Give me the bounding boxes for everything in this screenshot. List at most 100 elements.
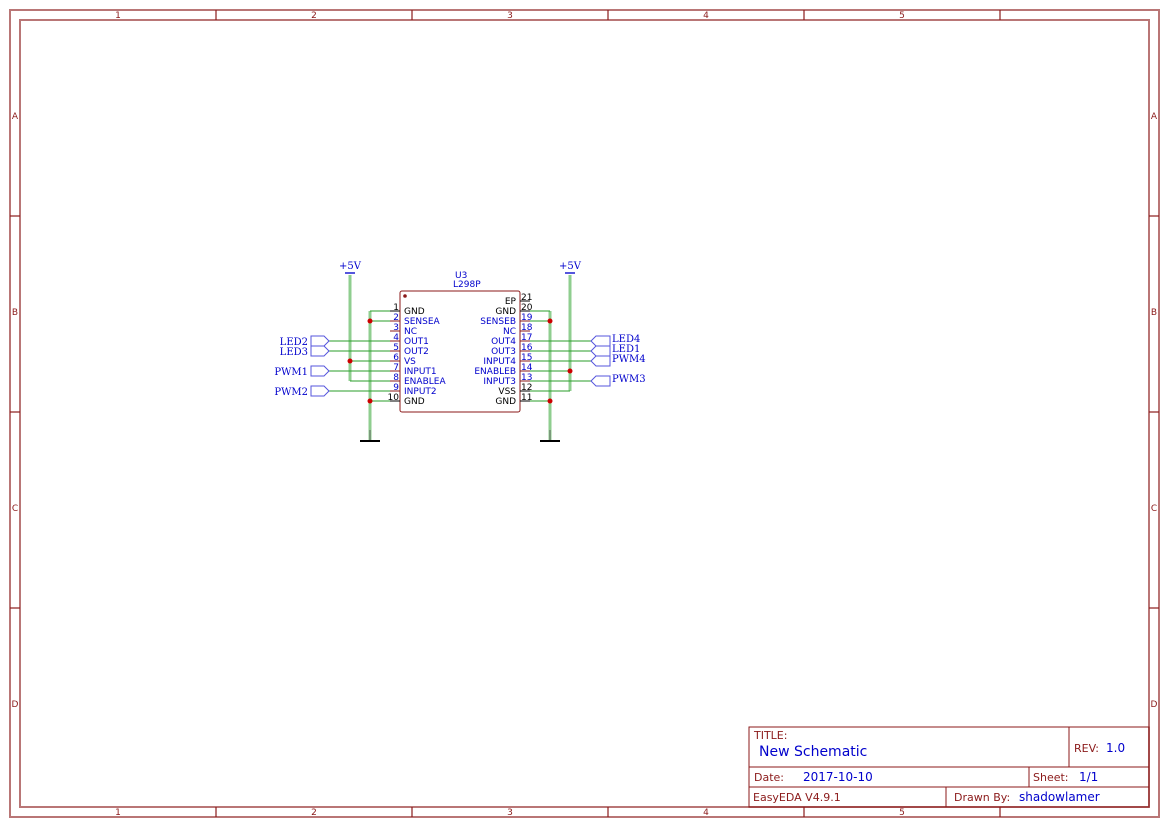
svg-text:INPUT4: INPUT4	[483, 357, 516, 367]
svg-text:GND: GND	[495, 307, 516, 317]
svg-text:4: 4	[393, 333, 399, 343]
power-symbol-right[interactable]: +5V	[559, 261, 582, 274]
svg-text:1: 1	[393, 303, 399, 313]
wires	[329, 275, 591, 440]
power-label: +5V	[339, 261, 362, 272]
net-label: LED3	[280, 347, 308, 358]
component-u3[interactable]: U3 L298P 1 2 3 4 5 6 7 8 9 10 GND	[388, 271, 533, 413]
svg-text:3: 3	[393, 323, 399, 333]
svg-text:15: 15	[521, 353, 532, 363]
ground-symbol-right[interactable]	[540, 430, 560, 442]
svg-text:VSS: VSS	[498, 387, 516, 397]
row-label-left: A	[12, 112, 19, 122]
net-label: LED2	[280, 337, 308, 348]
svg-text:INPUT1: INPUT1	[404, 367, 437, 377]
sheet-label: Sheet:	[1033, 771, 1069, 784]
svg-text:VS: VS	[404, 357, 416, 367]
date-label: Date:	[754, 771, 784, 784]
svg-text:ENABLEB: ENABLEB	[474, 367, 516, 377]
power-symbol-left[interactable]: +5V	[339, 261, 362, 274]
net-label: LED4	[612, 334, 640, 345]
netflag-pwm3[interactable]: PWM3	[590, 374, 646, 387]
outer-frame	[9, 9, 1160, 818]
svg-text:INPUT2: INPUT2	[404, 387, 437, 397]
netflag-pwm4[interactable]: PWM4	[590, 354, 646, 367]
junction-dot	[567, 368, 573, 374]
svg-text:2: 2	[393, 313, 399, 323]
netflag-arrow-icon	[310, 345, 330, 357]
netflag-pwm1[interactable]: PWM1	[274, 365, 330, 378]
column-label-top: 1	[115, 11, 121, 21]
netflag-led2[interactable]: LED2	[280, 335, 330, 348]
rev-value: 1.0	[1106, 741, 1125, 755]
column-label-bottom: 2	[311, 808, 317, 818]
netflag-arrow-icon	[310, 335, 330, 347]
junction-dot	[347, 358, 353, 364]
svg-text:OUT2: OUT2	[404, 347, 429, 357]
column-label-bottom: 5	[899, 808, 905, 818]
column-dividers	[215, 10, 1001, 817]
svg-text:OUT4: OUT4	[491, 337, 516, 347]
rev-label: REV:	[1074, 742, 1099, 755]
tool-version: EasyEDA V4.9.1	[753, 791, 841, 804]
svg-text:8: 8	[393, 373, 399, 383]
column-label-bottom: 4	[703, 808, 709, 818]
svg-text:GND: GND	[404, 397, 425, 407]
svg-text:17: 17	[521, 333, 532, 343]
row-label-right: B	[1151, 308, 1157, 318]
row-label-left: B	[12, 308, 18, 318]
svg-text:OUT1: OUT1	[404, 337, 429, 347]
net-label: LED1	[612, 344, 640, 355]
row-label-right: A	[1151, 112, 1158, 122]
svg-text:6: 6	[393, 353, 399, 363]
drawn-by-label: Drawn By:	[954, 791, 1010, 804]
svg-text:19: 19	[521, 313, 533, 323]
svg-text:GND: GND	[404, 307, 425, 317]
row-label-right: D	[1151, 700, 1158, 710]
date-value: 2017-10-10	[803, 770, 873, 784]
netflag-led3[interactable]: LED3	[280, 345, 330, 358]
netflag-pwm2[interactable]: PWM2	[274, 385, 330, 398]
row-label-right: C	[1151, 504, 1157, 514]
svg-text:SENSEA: SENSEA	[404, 317, 441, 327]
column-label-top: 4	[703, 11, 709, 21]
junction-dot	[367, 398, 373, 404]
svg-text:20: 20	[521, 303, 533, 313]
svg-text:NC: NC	[404, 327, 417, 337]
component-ref: U3	[455, 271, 467, 281]
sheet-value: 1/1	[1079, 770, 1098, 784]
svg-text:12: 12	[521, 383, 532, 393]
junction-dot	[367, 318, 373, 324]
svg-text:NC: NC	[503, 327, 516, 337]
left-pins: 1 2 3 4 5 6 7 8 9 10 GND SENSEA NC OUT1 …	[388, 303, 447, 407]
netflag-arrow-icon	[310, 385, 330, 397]
svg-text:10: 10	[388, 393, 400, 403]
svg-text:21: 21	[521, 293, 532, 303]
svg-text:11: 11	[521, 393, 532, 403]
row-dividers	[10, 215, 1159, 609]
column-label-top: 2	[311, 11, 317, 21]
netflag-arrow-icon	[590, 335, 611, 347]
net-label: PWM1	[274, 367, 308, 378]
netflag-led1[interactable]: LED1	[590, 344, 640, 357]
svg-text:16: 16	[521, 343, 533, 353]
column-label-bottom: 1	[115, 808, 121, 818]
svg-text:9: 9	[393, 383, 399, 393]
netflag-arrow-icon	[590, 375, 611, 387]
drawn-by-value: shadowlamer	[1019, 790, 1100, 804]
netflag-arrow-icon	[590, 345, 611, 357]
component-part: L298P	[453, 280, 481, 290]
svg-text:OUT3: OUT3	[491, 347, 516, 357]
netflag-led4[interactable]: LED4	[590, 334, 640, 347]
junction-dot	[547, 318, 553, 324]
pin1-marker-icon	[403, 294, 407, 298]
svg-text:14: 14	[521, 363, 533, 373]
power-label: +5V	[559, 261, 582, 272]
svg-text:GND: GND	[495, 397, 516, 407]
ground-symbol-left[interactable]	[360, 430, 380, 442]
svg-text:INPUT3: INPUT3	[483, 377, 516, 387]
junctions	[347, 318, 573, 404]
column-label-top: 5	[899, 11, 905, 21]
net-label: PWM4	[612, 354, 646, 365]
